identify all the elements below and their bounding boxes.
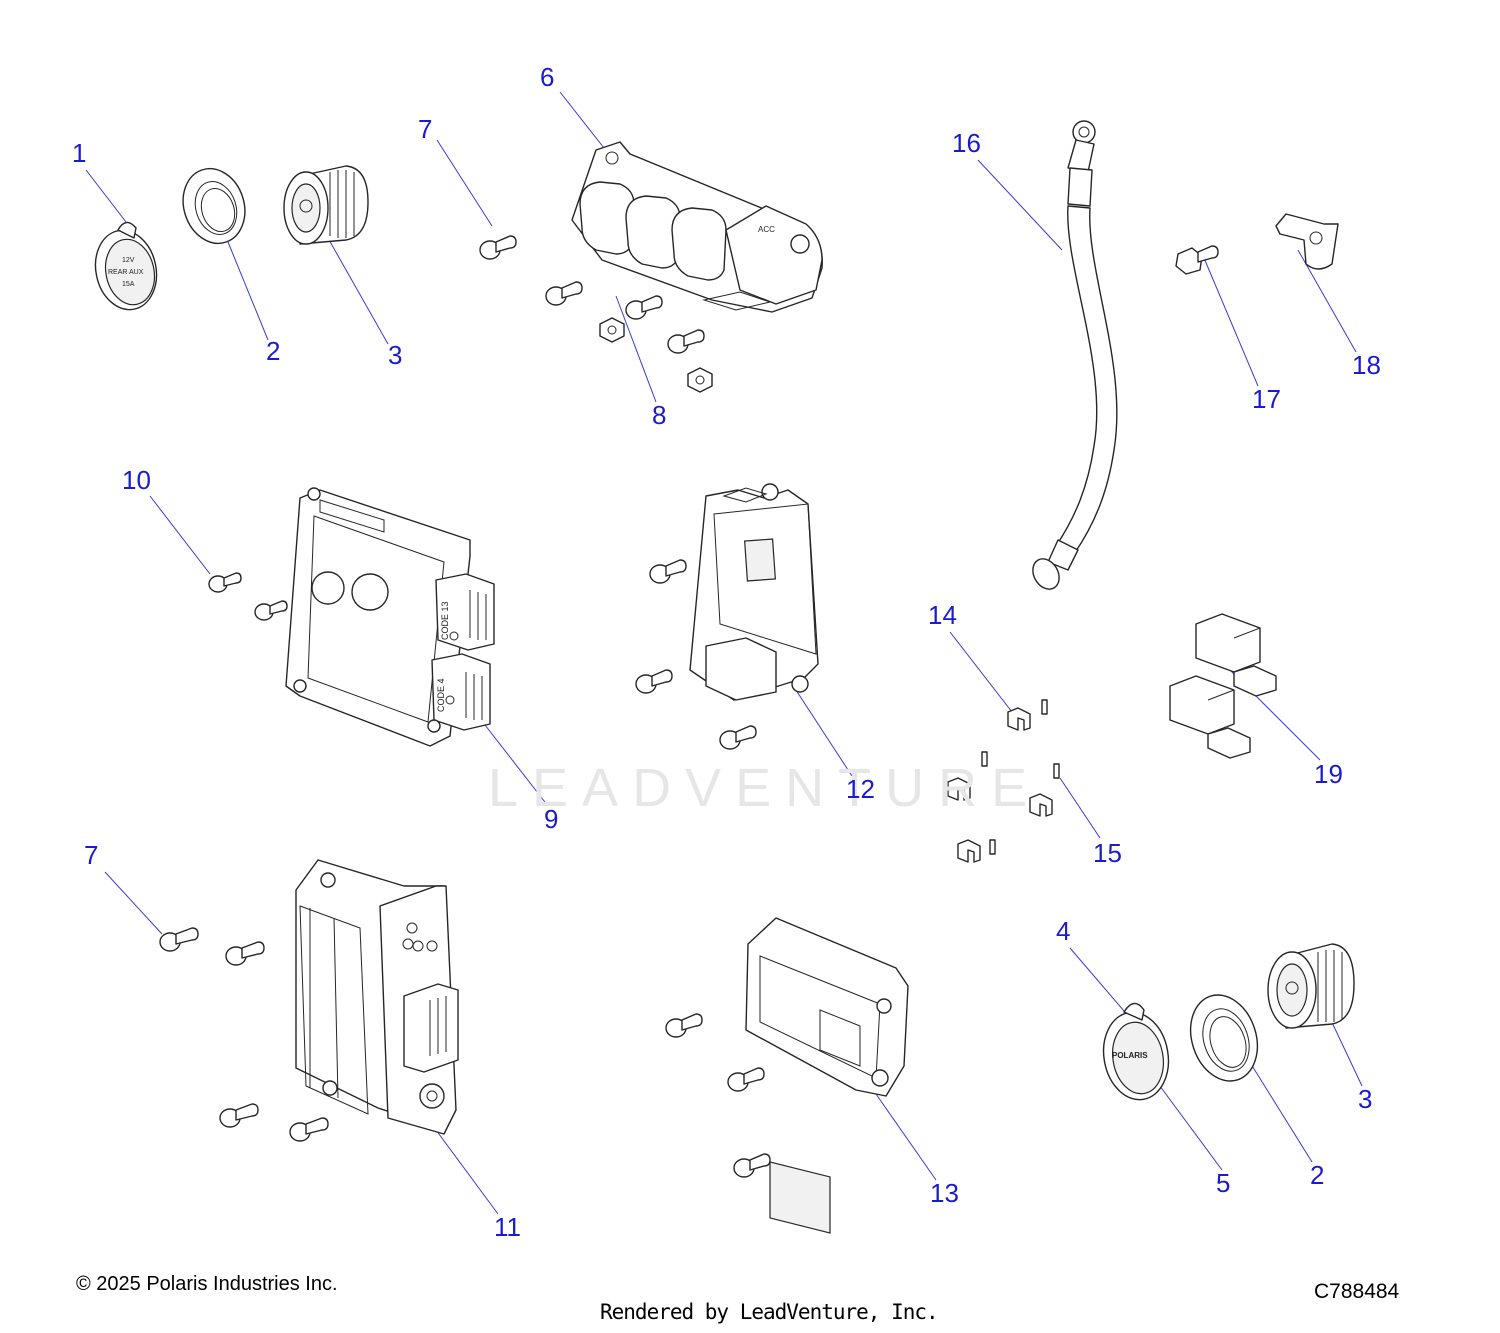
module-12-screws bbox=[635, 559, 757, 750]
callout-5[interactable]: 5 bbox=[1216, 1168, 1231, 1198]
callout-1[interactable]: 1 bbox=[72, 138, 87, 168]
screw-17 bbox=[1175, 245, 1219, 275]
outlet-cap-12v: 12V REAR AUX 15A bbox=[94, 221, 158, 311]
fuse-relay-box: ACC bbox=[571, 141, 823, 313]
retaining-nut-lower bbox=[1189, 994, 1259, 1082]
engine-control-module: CODE 13 CODE 4 bbox=[285, 487, 495, 747]
outlet-1-text-2: REAR AUX bbox=[108, 269, 144, 276]
relays bbox=[1169, 613, 1277, 759]
callout-11[interactable]: 11 bbox=[494, 1212, 521, 1242]
callout-16[interactable]: 16 bbox=[952, 128, 981, 158]
power-socket-lower bbox=[1267, 943, 1355, 1029]
callout-13[interactable]: 13 bbox=[930, 1178, 959, 1208]
callout-14[interactable]: 14 bbox=[928, 600, 957, 630]
fuse-box-fasteners bbox=[545, 281, 713, 393]
mounting-bracket bbox=[1275, 213, 1339, 270]
callout-15[interactable]: 15 bbox=[1093, 838, 1122, 868]
callout-10[interactable]: 10 bbox=[122, 465, 151, 495]
control-module-11 bbox=[295, 859, 459, 1135]
callout-8[interactable]: 8 bbox=[652, 400, 667, 430]
callout-3-lower[interactable]: 3 bbox=[1358, 1084, 1373, 1114]
callout-7-lower[interactable]: 7 bbox=[84, 840, 99, 870]
callout-2[interactable]: 2 bbox=[266, 336, 281, 366]
power-socket-top bbox=[283, 165, 369, 245]
callout-2-lower[interactable]: 2 bbox=[1310, 1160, 1325, 1190]
copyright-notice: © 2025 Polaris Industries Inc. bbox=[76, 1273, 338, 1295]
rendered-by-notice: Rendered by LeadVenture, Inc. bbox=[600, 1300, 939, 1324]
outlet-1-text-1: 12V bbox=[122, 257, 135, 264]
outlet-1-text-3: 15A bbox=[122, 281, 135, 288]
battery-cable bbox=[1032, 120, 1118, 590]
callout-9[interactable]: 9 bbox=[544, 804, 559, 834]
module-13-screws bbox=[665, 1013, 771, 1178]
leader-lines bbox=[85, 91, 1363, 1215]
ecm-code-4-text: CODE 4 bbox=[436, 678, 446, 712]
callout-17[interactable]: 17 bbox=[1252, 384, 1281, 414]
clips-and-springs bbox=[947, 699, 1060, 863]
fuse-box-text: ACC bbox=[758, 225, 775, 234]
watermark: LEADVENTURE bbox=[488, 758, 1042, 818]
callout-18[interactable]: 18 bbox=[1352, 350, 1381, 380]
ecm-code-13-text: CODE 13 bbox=[440, 601, 450, 640]
outlet-cap-polaris: POLARIS bbox=[1102, 1002, 1170, 1101]
callout-6[interactable]: 6 bbox=[540, 62, 555, 92]
retaining-nut-top bbox=[182, 167, 246, 245]
diagram-id: C788484 bbox=[1314, 1280, 1400, 1303]
screw-top bbox=[479, 235, 517, 260]
control-module-13 bbox=[745, 917, 909, 1234]
callout-19[interactable]: 19 bbox=[1314, 759, 1343, 789]
outlet-5-text: POLARIS bbox=[1112, 1051, 1148, 1060]
callout-12[interactable]: 12 bbox=[846, 774, 875, 804]
callout-4[interactable]: 4 bbox=[1056, 916, 1071, 946]
control-module-12 bbox=[689, 483, 819, 701]
ecm-screws bbox=[208, 572, 288, 621]
callout-7[interactable]: 7 bbox=[418, 114, 433, 144]
callout-3[interactable]: 3 bbox=[388, 340, 403, 370]
screws-lower-left bbox=[159, 927, 329, 1142]
